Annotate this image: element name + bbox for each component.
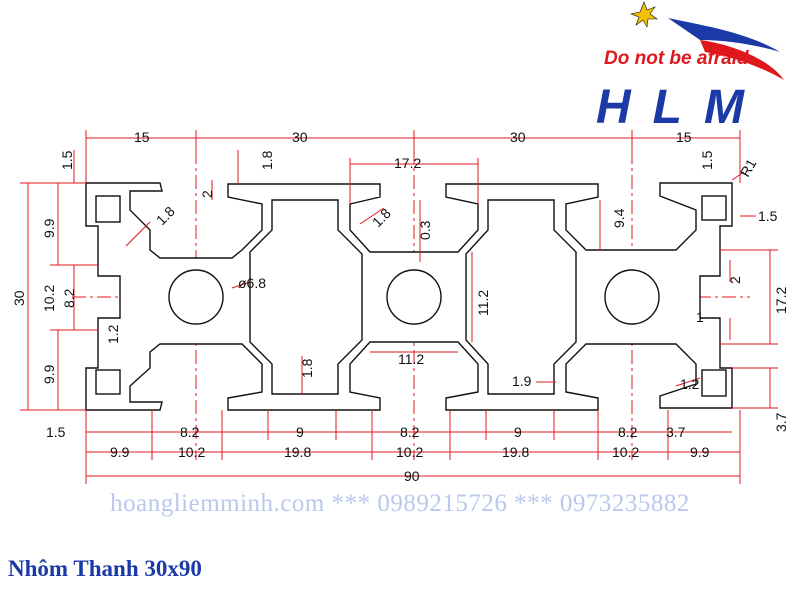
dim-center-11-2-horizontal: 11.2 <box>398 351 424 367</box>
dim-right-2: 2 <box>727 276 743 284</box>
dimension-lines <box>20 130 778 484</box>
dim-bottom2-10-2-left: 10.2 <box>178 444 205 460</box>
swoosh-accent-icon <box>700 40 784 80</box>
dim-right-17-2: 17.2 <box>773 287 789 314</box>
dim-upper-1-8-web-left: 1.8 <box>153 203 178 228</box>
dim-bottom2-9-9-left: 9.9 <box>110 444 130 460</box>
dim-top-30-right: 30 <box>510 129 526 145</box>
dim-upper-9-4: 9.4 <box>611 208 627 228</box>
dim-left-10-2: 10.2 <box>41 285 57 312</box>
dim-right-1-9: 1.9 <box>512 373 532 389</box>
dim-upper-17-2: 17.2 <box>394 155 421 171</box>
dim-right-1-5: 1.5 <box>758 208 778 224</box>
swoosh-icon <box>668 18 780 52</box>
contact-watermark: hoangliemminh.com *** 0989215726 *** 097… <box>110 490 690 517</box>
dim-bore-diameter: ø6.8 <box>238 275 266 291</box>
dim-left-9-9-top: 9.9 <box>41 218 57 238</box>
dim-left-1-5: 1.5 <box>46 424 66 440</box>
dim-bottom2-19-8-right: 19.8 <box>502 444 529 460</box>
dim-left-9-9-bottom: 9.9 <box>41 364 57 384</box>
dim-bottom1-9-left: 9 <box>296 424 304 440</box>
dim-bottom1-9-right: 9 <box>514 424 522 440</box>
dim-top-15-right: 15 <box>676 129 692 145</box>
dim-upper-0-3: 0.3 <box>417 220 433 240</box>
dim-upper-1-8-web-center: 1.8 <box>369 205 394 230</box>
dim-top-30-left: 30 <box>292 129 308 145</box>
dim-bottom2-9-9-right: 9.9 <box>690 444 710 460</box>
logo-tagline: Do not be afraid <box>604 48 749 69</box>
dim-upper-1-8-slot: 1.8 <box>259 150 275 170</box>
dim-bottom1-8-2-right: 8.2 <box>618 424 638 440</box>
dim-total-width: 90 <box>404 468 420 484</box>
dim-right-1: 1 <box>696 309 704 325</box>
dim-upper-radius: R1 <box>737 156 760 180</box>
dim-center-11-2-vertical: 11.2 <box>475 290 491 316</box>
dim-bottom2-19-8-left: 19.8 <box>284 444 311 460</box>
dim-top-15-left: 15 <box>134 129 150 145</box>
dim-bottom1-3-7: 3.7 <box>666 424 686 440</box>
dim-bottom2-10-2-center: 10.2 <box>396 444 423 460</box>
dim-bottom1-8-2-left: 8.2 <box>180 424 200 440</box>
dim-bottom2-10-2-right: 10.2 <box>612 444 639 460</box>
dim-left-8-2: 8.2 <box>61 288 77 308</box>
logo-brand: HLM <box>596 81 766 134</box>
dim-upper-1-5-left: 1.5 <box>59 150 75 170</box>
dim-right-3-7: 3.7 <box>773 412 789 432</box>
dim-center-1-8: 1.8 <box>299 358 315 378</box>
product-caption: Nhôm Thanh 30x90 <box>8 556 202 581</box>
dim-left-1-2: 1.2 <box>105 324 121 344</box>
dimension-labels: 15 30 30 15 1.5 1.8 2 17.2 1.8 1.8 0.3 9… <box>11 129 789 484</box>
star-burst-icon <box>629 1 658 28</box>
profile-outline <box>85 182 733 411</box>
dim-upper-1-5-right: 1.5 <box>699 150 715 170</box>
dim-upper-2: 2 <box>199 190 215 198</box>
dim-right-1-2: 1.2 <box>680 376 700 392</box>
dim-left-30: 30 <box>11 290 27 306</box>
dim-bottom1-8-2-center: 8.2 <box>400 424 420 440</box>
